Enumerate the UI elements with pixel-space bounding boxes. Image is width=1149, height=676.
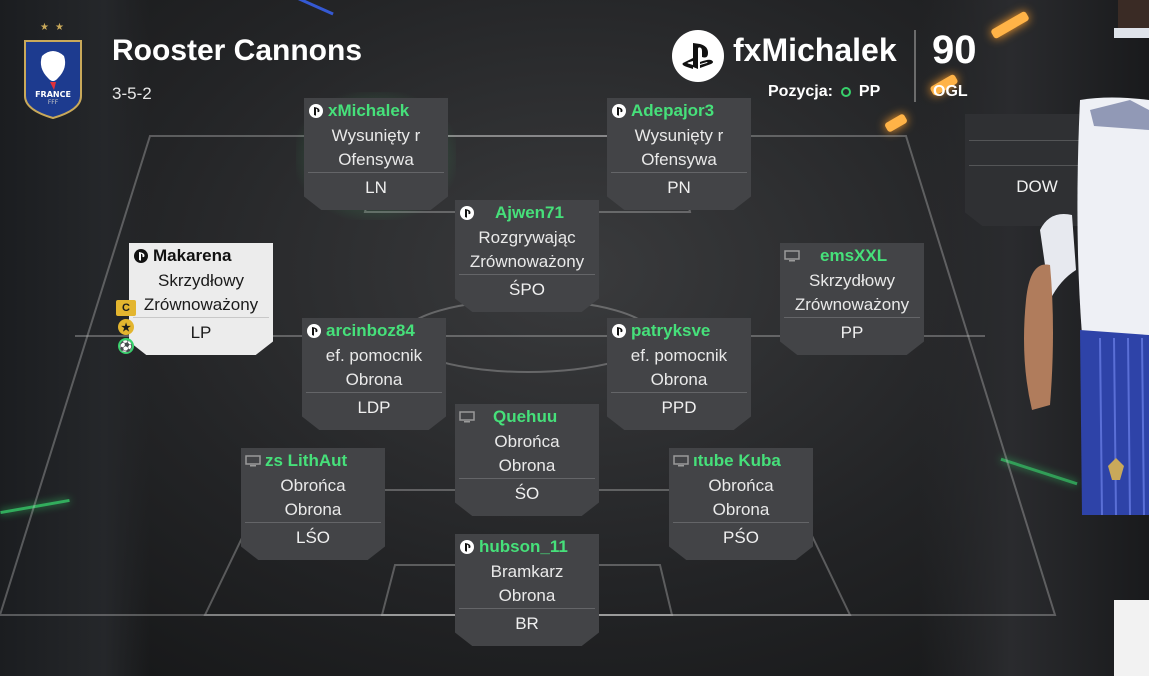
crest-text: FRANCE bbox=[35, 90, 71, 99]
player-role: Bramkarz bbox=[490, 562, 564, 581]
player-card-ln[interactable]: xMichalek Wysunięty r Ofensywa LN bbox=[304, 98, 448, 210]
player-card-lp[interactable]: Makarena Skrzydłowy Zrównoważony LP bbox=[129, 243, 273, 355]
overall-rating: 90 bbox=[932, 28, 977, 72]
player-card-ppd[interactable]: patryksve ef. pomocnik Obrona PPD bbox=[607, 318, 751, 430]
player-card-pp[interactable]: emsXXL Skrzydłowy Zrównoważony PP bbox=[780, 243, 924, 355]
player-style: Zrównoważony bbox=[469, 252, 585, 271]
player-name: Makarena bbox=[153, 246, 232, 265]
playstation-icon bbox=[459, 539, 475, 555]
player-style: Obrona bbox=[650, 370, 708, 389]
player-position: PP bbox=[840, 323, 864, 342]
player-role: Skrzydłowy bbox=[809, 271, 895, 290]
player-name: Quehuu bbox=[493, 407, 558, 426]
playstation-icon bbox=[306, 323, 322, 339]
user-name: fxMichalek bbox=[733, 32, 897, 68]
player-name: xMichalek bbox=[328, 101, 410, 120]
player-style: Obrona bbox=[284, 500, 342, 519]
bench-position: DOW bbox=[1016, 177, 1058, 196]
player-name: arcinboz84 bbox=[326, 321, 415, 340]
team-name: Rooster Cannons bbox=[112, 34, 363, 67]
position-label: Pozycja: bbox=[768, 83, 833, 100]
player-style: Obrona bbox=[345, 370, 403, 389]
player-card-lso[interactable]: zs LithAut Obrońca Obrona LŚO bbox=[241, 448, 385, 560]
player-card-pso[interactable]: ıtube Kuba Obrońca Obrona PŚO bbox=[669, 448, 813, 560]
player-role: Wysunięty r bbox=[634, 126, 724, 145]
player-name: emsXXL bbox=[820, 246, 888, 265]
captain-badge: C bbox=[116, 300, 136, 316]
player-role: ef. pomocnik bbox=[325, 346, 423, 365]
header-divider bbox=[914, 30, 916, 102]
player-style: Zrównoważony bbox=[794, 295, 910, 314]
player-character-image bbox=[1024, 0, 1149, 676]
player-position: ŚPO bbox=[509, 280, 545, 299]
player-card-pn[interactable]: Adepajor3 Wysunięty r Ofensywa PN bbox=[607, 98, 751, 210]
player-role: Rozgrywając bbox=[478, 228, 576, 247]
player-style: Obrona bbox=[498, 456, 556, 475]
crest-subtext: FFF bbox=[47, 99, 59, 106]
player-position: ŚO bbox=[514, 484, 540, 503]
player-name: patryksve bbox=[631, 321, 711, 340]
player-name: ıtube Kuba bbox=[693, 451, 781, 470]
player-role: Obrońca bbox=[494, 432, 560, 451]
player-card-so[interactable]: Quehuu Obrońca Obrona ŚO bbox=[455, 404, 599, 516]
player-role: ef. pomocnik bbox=[630, 346, 728, 365]
player-name: Adepajor3 bbox=[631, 101, 715, 120]
captain-badges: C ★ ⚽ bbox=[116, 300, 138, 357]
overall-label: OGL bbox=[933, 83, 968, 100]
ball-icon: ⚽ bbox=[118, 338, 134, 354]
position-dot-icon bbox=[840, 87, 851, 97]
pc-icon bbox=[459, 409, 475, 425]
player-style: Obrona bbox=[498, 586, 556, 605]
team-formation: 3-5-2 bbox=[112, 84, 152, 103]
player-position: LŚO bbox=[295, 528, 331, 547]
player-name: zs LithAut bbox=[265, 451, 348, 470]
position-value: PP bbox=[858, 83, 881, 100]
crest-stars: ★★ bbox=[40, 22, 70, 33]
player-card-ldp[interactable]: arcinboz84 ef. pomocnik Obrona LDP bbox=[302, 318, 446, 430]
playstation-icon bbox=[133, 248, 149, 264]
playstation-icon bbox=[459, 205, 475, 221]
player-style: Ofensywa bbox=[641, 150, 717, 169]
player-role: Wysunięty r bbox=[331, 126, 421, 145]
player-role: Obrońca bbox=[708, 476, 774, 495]
player-position: LP bbox=[190, 323, 212, 342]
team-crest-icon: FRANCE FFF bbox=[22, 38, 84, 120]
player-card-spo[interactable]: Ajwen71 Rozgrywając Zrównoważony ŚPO bbox=[455, 200, 599, 312]
player-card-br[interactable]: hubson_11 Bramkarz Obrona BR bbox=[455, 534, 599, 646]
player-name: Ajwen71 bbox=[495, 203, 564, 222]
player-style: Obrona bbox=[712, 500, 770, 519]
star-icon: ★ bbox=[118, 319, 134, 335]
playstation-icon bbox=[611, 103, 627, 119]
pc-icon bbox=[784, 248, 800, 264]
player-style: Ofensywa bbox=[338, 150, 414, 169]
player-position: LN bbox=[365, 178, 387, 197]
playstation-icon bbox=[611, 323, 627, 339]
player-role: Obrońca bbox=[280, 476, 346, 495]
player-style: Zrównoważony bbox=[143, 295, 259, 314]
pc-icon bbox=[673, 453, 689, 469]
pc-icon bbox=[245, 453, 261, 469]
playstation-icon bbox=[672, 30, 724, 82]
player-position: PŚO bbox=[723, 528, 759, 547]
playstation-icon bbox=[308, 103, 324, 119]
user-position: Pozycja: PP bbox=[768, 83, 880, 101]
player-position: BR bbox=[515, 614, 539, 633]
player-name: hubson_11 bbox=[479, 537, 568, 556]
player-role: Skrzydłowy bbox=[158, 271, 244, 290]
player-position: LDP bbox=[357, 398, 391, 417]
player-position: PPD bbox=[661, 398, 697, 417]
player-position: PN bbox=[667, 178, 691, 197]
